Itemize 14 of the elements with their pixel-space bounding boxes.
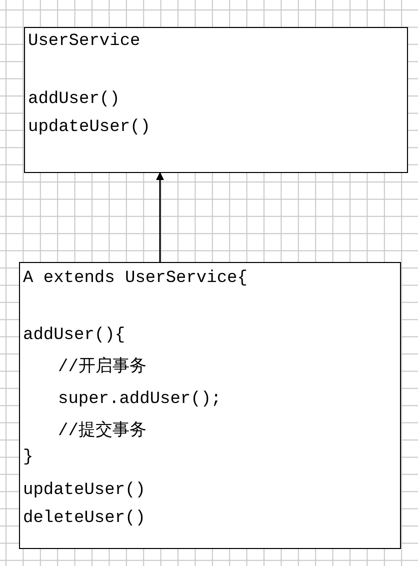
code-line: super.addUser();	[58, 390, 222, 410]
code-comment: //提交事务	[58, 422, 146, 442]
method-name: deleteUser()	[23, 509, 146, 529]
class-declaration: A extends UserService{	[23, 269, 248, 289]
method-declaration: addUser(){	[23, 326, 126, 346]
method-name: addUser()	[28, 90, 120, 110]
code-comment: //开启事务	[58, 358, 146, 378]
method-name: updateUser()	[28, 118, 150, 138]
class-box	[24, 27, 408, 173]
inheritance-arrow	[156, 172, 164, 262]
closing-brace: }	[23, 448, 34, 468]
subclass-box	[19, 262, 401, 549]
class-name: UserService	[28, 32, 140, 52]
method-name: updateUser()	[23, 481, 146, 501]
